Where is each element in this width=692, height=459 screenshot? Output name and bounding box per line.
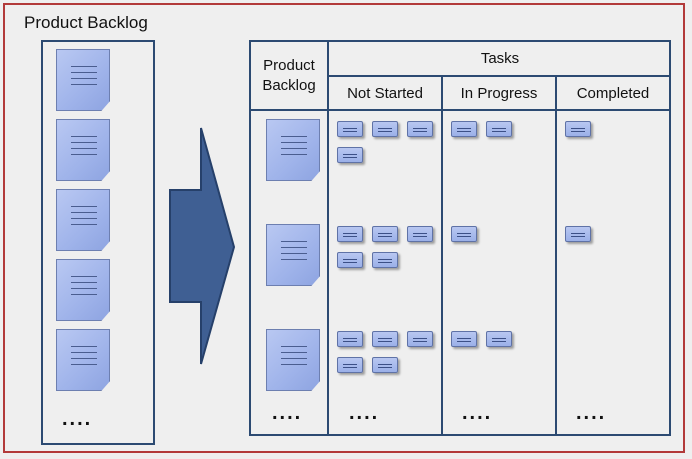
task-card-icon bbox=[337, 331, 363, 347]
task-card-icon bbox=[451, 121, 477, 137]
task-card-icon bbox=[451, 331, 477, 347]
task-card-icon bbox=[372, 331, 398, 347]
board-divider bbox=[249, 109, 671, 111]
task-card-icon bbox=[407, 226, 433, 242]
diagram-frame bbox=[3, 3, 685, 453]
task-card-icon bbox=[337, 357, 363, 373]
board-ellipsis-in-progress: .... bbox=[462, 402, 493, 424]
left-story-document-icon bbox=[56, 49, 110, 111]
board-divider bbox=[327, 75, 671, 77]
board-divider bbox=[441, 75, 443, 436]
task-card-icon bbox=[337, 121, 363, 137]
task-card-icon bbox=[486, 121, 512, 137]
board-ellipsis-not-started: .... bbox=[349, 402, 380, 424]
story-document-icon bbox=[266, 224, 320, 286]
tasks-header: Tasks bbox=[480, 50, 520, 67]
left-story-document-icon bbox=[56, 119, 110, 181]
left-ellipsis: .... bbox=[62, 408, 93, 430]
task-card-icon bbox=[372, 252, 398, 268]
task-card-icon bbox=[407, 331, 433, 347]
task-card-icon bbox=[337, 252, 363, 268]
task-card-icon bbox=[337, 226, 363, 242]
task-board bbox=[249, 40, 671, 436]
task-card-icon bbox=[486, 331, 512, 347]
board-backlog-header: Product Backlog bbox=[262, 57, 316, 94]
task-card-icon bbox=[372, 357, 398, 373]
task-card-icon bbox=[337, 147, 363, 163]
task-card-icon bbox=[565, 121, 591, 137]
task-card-icon bbox=[372, 226, 398, 242]
board-ellipsis-backlog: .... bbox=[272, 402, 303, 424]
task-card-icon bbox=[407, 121, 433, 137]
column-header-in-progress: In Progress bbox=[460, 85, 538, 102]
column-header-completed: Completed bbox=[576, 85, 650, 102]
story-document-icon bbox=[266, 329, 320, 391]
column-header-not-started: Not Started bbox=[347, 85, 423, 102]
board-divider bbox=[555, 75, 557, 436]
board-ellipsis-completed: .... bbox=[576, 402, 607, 424]
task-card-icon bbox=[451, 226, 477, 242]
task-card-icon bbox=[372, 121, 398, 137]
left-story-document-icon bbox=[56, 259, 110, 321]
right-arrow-icon bbox=[169, 127, 236, 365]
left-backlog-box bbox=[41, 40, 155, 445]
left-story-document-icon bbox=[56, 189, 110, 251]
left-backlog-title: Product Backlog bbox=[24, 13, 148, 32]
board-divider bbox=[327, 40, 329, 436]
story-document-icon bbox=[266, 119, 320, 181]
task-card-icon bbox=[565, 226, 591, 242]
left-story-document-icon bbox=[56, 329, 110, 391]
